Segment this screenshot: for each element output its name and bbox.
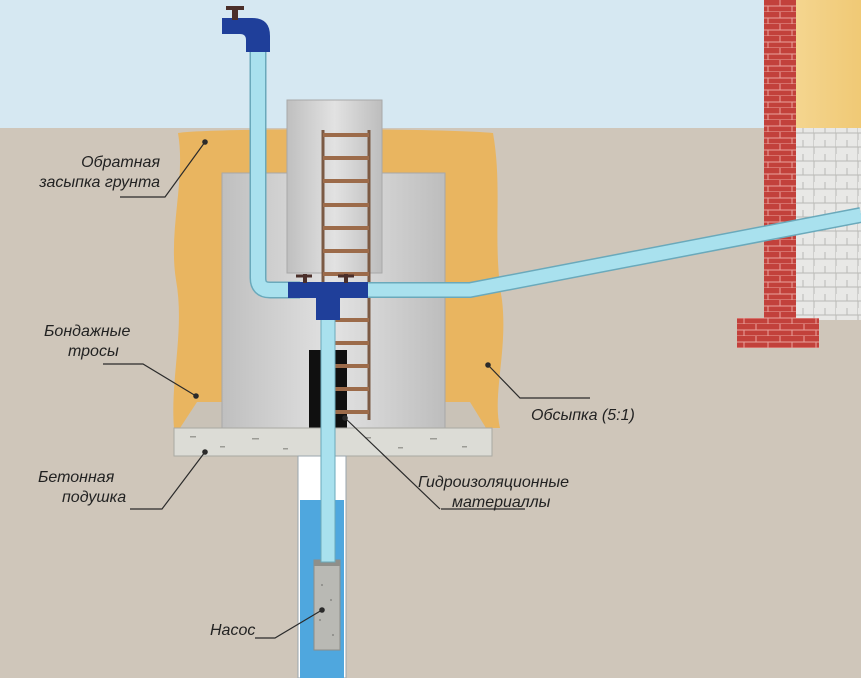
- brick-footing: [737, 318, 819, 348]
- label-backfill-line2: засыпка грунта: [39, 174, 160, 191]
- label-pump-text: Насос: [210, 622, 256, 639]
- leader-pump: [255, 609, 323, 639]
- concrete-neck: [286, 99, 383, 274]
- label-ropes-line1: Бондажные: [44, 323, 131, 340]
- house-pipe: [365, 208, 861, 297]
- label-ropes: Бондажные тросы: [44, 322, 130, 362]
- leader-sand: [487, 364, 590, 399]
- concrete-speckles: [190, 436, 467, 450]
- label-pump: Насос: [210, 621, 255, 641]
- label-sand-text: Обсыпка (5:1): [531, 407, 635, 424]
- label-concrete: Бетонная подушка: [38, 468, 126, 508]
- label-waterproof-line1: Гидроизоляционные: [418, 474, 570, 491]
- pump-texture: [319, 584, 334, 636]
- house-wooden-wall: [796, 0, 861, 128]
- pump-body: [313, 559, 341, 651]
- tap-handle: [226, 6, 244, 10]
- tee-outlet: [316, 296, 340, 320]
- leader-waterproof: [344, 417, 441, 510]
- sky: [0, 0, 861, 128]
- brick-wall: [764, 0, 796, 320]
- riser-pipe: [320, 299, 336, 563]
- left-ballast: [180, 402, 222, 428]
- label-backfill: Обратная засыпка грунта: [10, 153, 160, 193]
- surface-pipe: [251, 30, 300, 297]
- leader-concrete: [130, 451, 206, 510]
- label-backfill-line1: Обратная: [81, 154, 160, 171]
- label-waterproof-line2: материаллы: [452, 494, 551, 511]
- label-concrete-line1: Бетонная: [38, 469, 115, 486]
- leader-ropes: [103, 363, 197, 397]
- leader-backfill: [120, 141, 206, 198]
- leader-lines: [103, 139, 590, 639]
- label-sand: Обсыпка (5:1): [531, 406, 635, 426]
- valve-right-stem: [344, 274, 348, 283]
- tap-valve-stem: [232, 8, 238, 20]
- tee-fitting: [288, 282, 368, 298]
- right-ballast: [445, 402, 486, 428]
- pump-cap: [314, 560, 340, 566]
- label-concrete-line2: подушка: [62, 489, 127, 506]
- valve-left-stem: [303, 274, 307, 283]
- tap-elbow: [222, 18, 270, 52]
- label-waterproof: Гидроизоляционные материаллы: [418, 473, 569, 513]
- label-ropes-line2: тросы: [68, 343, 119, 360]
